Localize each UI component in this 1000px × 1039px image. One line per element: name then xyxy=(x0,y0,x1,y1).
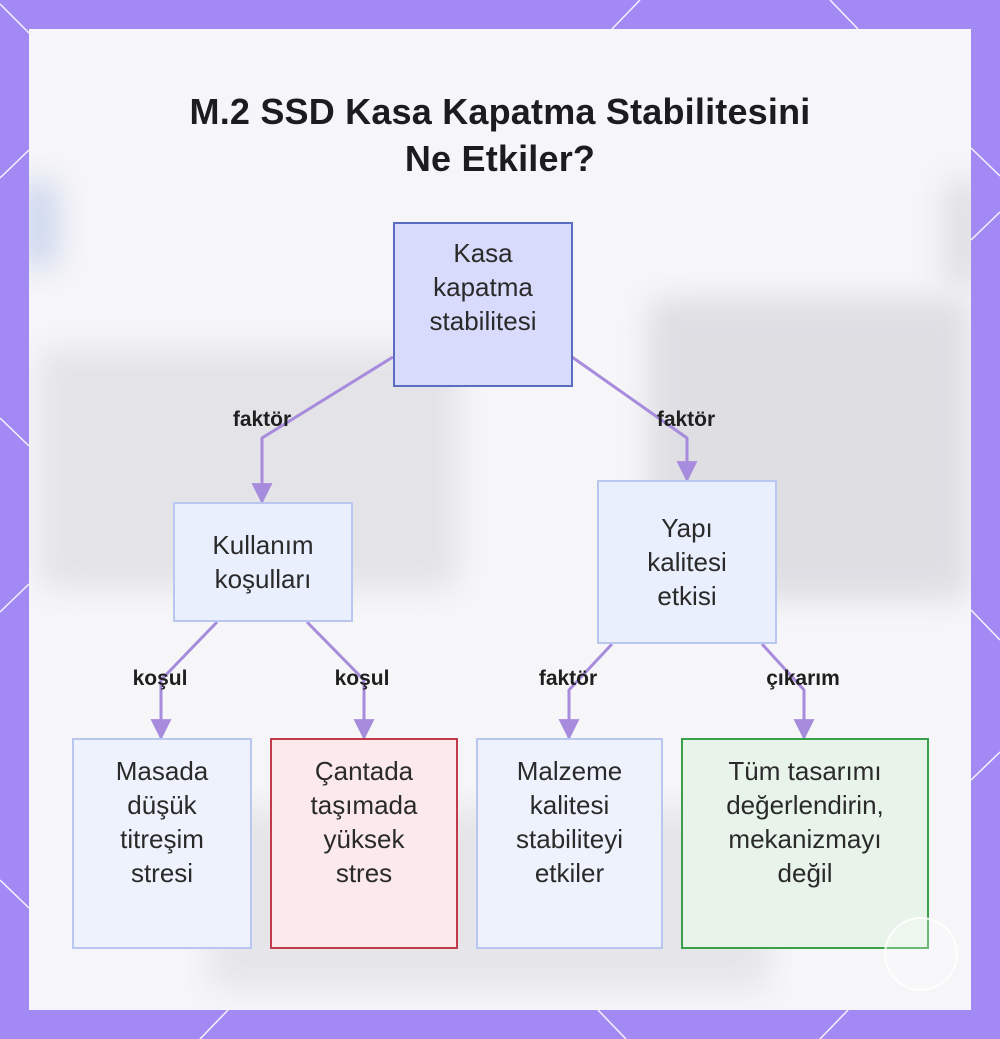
node-label: Kasa kapatma stabilitesi xyxy=(429,238,537,336)
node-build-quality-effect: Yapı kalitesi etkisi xyxy=(597,480,777,644)
background-shape xyxy=(944,179,971,289)
node-label: Tüm tasarımı değerlendirin, mekanizmayı … xyxy=(726,756,884,888)
node-evaluate-whole-design: Tüm tasarımı değerlendirin, mekanizmayı … xyxy=(681,738,929,949)
node-usage-conditions: Kullanım koşulları xyxy=(173,502,353,622)
node-label: Masada düşük titreşim stresi xyxy=(115,756,209,888)
node-material-quality: Malzeme kalitesi stabiliteyi etkiler xyxy=(476,738,663,949)
title-line-2: Ne Etkiler? xyxy=(404,138,596,179)
edge-label-build-material: faktör xyxy=(538,667,598,690)
background-shape xyxy=(29,179,59,269)
edge-label-usage-bag: koşul xyxy=(334,667,390,690)
edge-label-build-design: çıkarım xyxy=(766,667,840,690)
node-desk-low-vibration: Masada düşük titreşim stresi xyxy=(72,738,252,949)
node-label: Çantada taşımada yüksek stres xyxy=(310,756,418,888)
node-label: Malzeme kalitesi stabiliteyi etkiler xyxy=(516,756,623,888)
node-label: Kullanım koşulları xyxy=(212,530,314,594)
watermark-logo xyxy=(884,917,958,991)
page-title: M.2 SSD Kasa Kapatma Stabilitesini Ne Et… xyxy=(0,88,1000,182)
node-bag-high-stress: Çantada taşımada yüksek stres xyxy=(270,738,458,949)
title-line-1: M.2 SSD Kasa Kapatma Stabilitesini xyxy=(189,91,811,132)
edge-label-root-build: faktör xyxy=(656,408,716,431)
edge-label-usage-desk: koşul xyxy=(132,667,188,690)
edge-label-root-usage: faktör xyxy=(232,408,292,431)
node-label: Yapı kalitesi etkisi xyxy=(647,513,727,611)
node-case-closing-stability: Kasa kapatma stabilitesi xyxy=(393,222,573,387)
